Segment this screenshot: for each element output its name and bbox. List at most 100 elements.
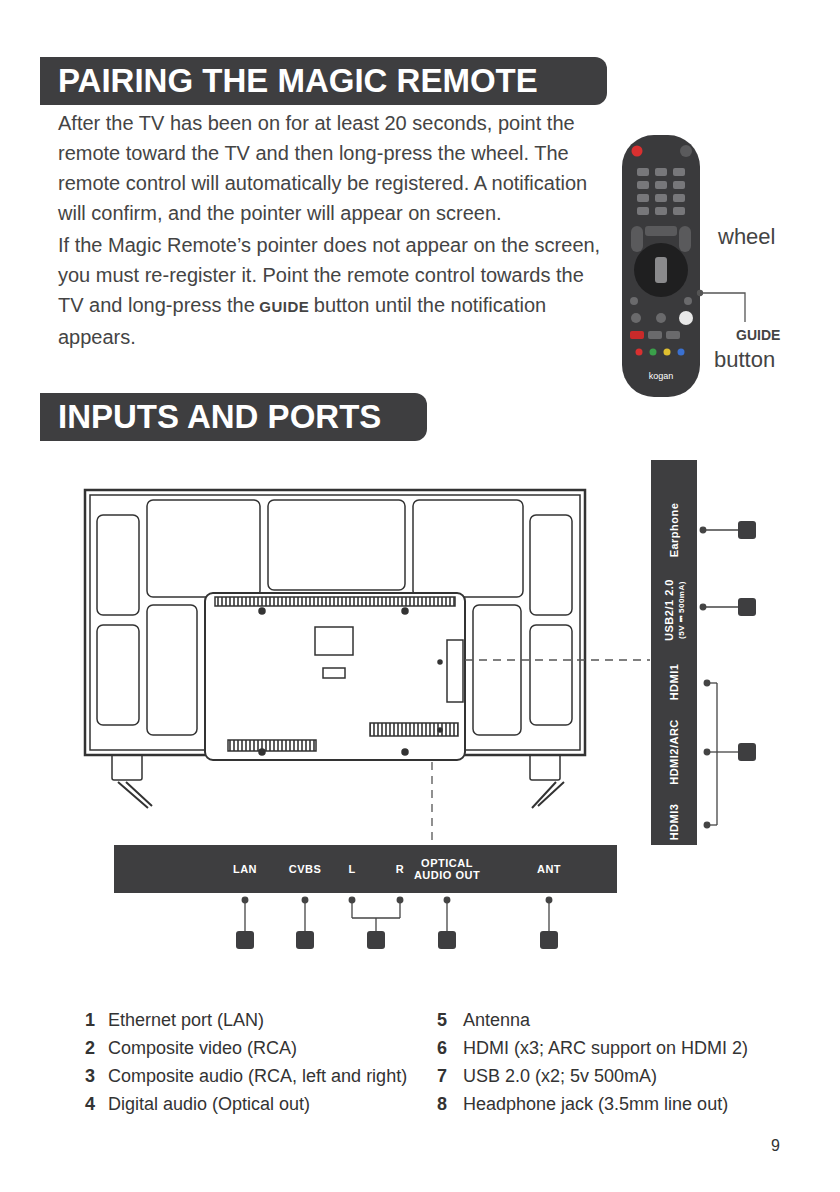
bottom-leaders-part [236, 931, 254, 949]
remote-control-part [678, 349, 685, 356]
item-number: 4 [85, 1094, 95, 1116]
dashed-pointer [432, 660, 650, 845]
bottom-leaders-part [304, 900, 305, 931]
remote-control-part [636, 349, 643, 356]
remote-control-part [655, 181, 667, 189]
remote-control-part [650, 349, 657, 356]
callout-label: button [714, 347, 775, 373]
remote-control-part [655, 168, 667, 176]
remote-control-part [684, 297, 692, 305]
item-number: 8 [437, 1094, 447, 1116]
bottom-port-panel: LANCVBSLROPTICAL AUDIO OUTANT [114, 845, 617, 893]
bottom-leaders-part [399, 900, 400, 918]
tv-back-part [205, 593, 465, 760]
tv-back-part [530, 515, 572, 615]
section-banner: INPUTS AND PORTS [40, 393, 427, 441]
tv-back-part [97, 515, 139, 615]
tv-back-part [402, 749, 408, 755]
bottom-leaders-part [375, 918, 376, 931]
tv-back-part [259, 749, 265, 755]
button-name: GUIDE [736, 327, 780, 344]
bottom-leaders-part [367, 931, 385, 949]
item-number: 5 [437, 1010, 447, 1032]
callout-label: wheel [718, 224, 775, 250]
remote-control-part [637, 207, 649, 215]
remote-control-part [673, 194, 685, 202]
remote-control-part [655, 194, 667, 202]
remote-control-part [631, 226, 643, 252]
remote-control-part [634, 243, 688, 297]
tv-back-part [438, 728, 442, 732]
tv-back-part [97, 625, 139, 725]
tv-back-part [147, 500, 260, 597]
port-label: LAN [233, 863, 257, 875]
tv-back-part [530, 625, 572, 725]
tv-back-part [118, 782, 564, 808]
tv-back-part [447, 640, 463, 702]
dashed-pointer-part [431, 762, 432, 845]
side-port-panel: EarphoneUSB2/1 2.0(5V ⎓ 500mA)HDMI1HDMI2… [651, 460, 697, 845]
bottom-leaders-part [540, 931, 558, 949]
remote-control-part [645, 226, 677, 236]
item-number: 1 [85, 1010, 95, 1032]
port-label: ANT [537, 863, 561, 875]
tv-back-part [215, 597, 455, 606]
remote-control-part [655, 257, 667, 283]
remote-control-part [679, 226, 691, 252]
bottom-leaders [236, 897, 558, 949]
remote-control-part [655, 207, 667, 215]
remote-control [622, 135, 700, 397]
page-number: 9 [771, 1136, 780, 1155]
remote-control-part [632, 146, 643, 157]
item-description: USB 2.0 (x2; 5v 500mA) [463, 1066, 657, 1088]
guide-leader [698, 291, 746, 323]
remote-control-part [673, 207, 685, 215]
tv-back-part [370, 723, 458, 736]
section-heading: PAIRING THE MAGIC REMOTE [40, 57, 538, 105]
remote-control-part [630, 297, 638, 305]
bottom-leaders-part [446, 900, 447, 931]
remote-control-part [637, 194, 649, 202]
item-description: Ethernet port (LAN) [108, 1010, 264, 1032]
item-description: Headphone jack (3.5mm line out) [463, 1094, 728, 1116]
remote-control-part [666, 331, 680, 339]
side-leaders [700, 521, 756, 828]
tv-back-part [402, 608, 408, 614]
remote-control-part [630, 331, 644, 339]
item-number: 6 [437, 1038, 447, 1060]
remote-keys [637, 168, 685, 236]
item-number: 2 [85, 1038, 95, 1060]
tv-back-part [228, 740, 316, 751]
item-description: Composite video (RCA) [108, 1038, 297, 1060]
port-label: HDMI2/ARC [668, 719, 680, 785]
remote-control-part [637, 181, 649, 189]
remote-control-part [631, 313, 641, 323]
item-description: HDMI (x3; ARC support on HDMI 2) [463, 1038, 748, 1060]
port-label: (5V ⎓ 500mA) [678, 581, 687, 639]
tv-back-part [438, 660, 442, 664]
tv-back-part [413, 500, 523, 597]
dashed-pointer-part [465, 659, 650, 660]
port-label: Earphone [668, 503, 680, 558]
bottom-leaders-part [438, 931, 456, 949]
port-label: OPTICAL AUDIO OUT [410, 857, 484, 881]
port-label: HDMI3 [668, 804, 680, 841]
side-leaders-part [707, 751, 738, 752]
paragraph-text: After the TV has been on for at least 20… [58, 108, 614, 228]
bottom-leaders-part [296, 931, 314, 949]
tv-back-part [315, 627, 353, 655]
port-label: CVBS [289, 863, 322, 875]
remote-control-part [673, 168, 685, 176]
tv-back [85, 490, 585, 808]
side-leaders-part [703, 529, 738, 530]
side-leaders-part [703, 606, 738, 607]
tv-back-part [323, 668, 345, 678]
item-description: Antenna [463, 1010, 530, 1032]
remote-control-part [664, 349, 671, 356]
port-label: USB2/1 2.0 [663, 579, 675, 641]
port-label: R [396, 863, 404, 875]
remote-control-part [656, 313, 666, 323]
side-leaders-part [738, 743, 756, 761]
tv-back-part [259, 608, 265, 614]
